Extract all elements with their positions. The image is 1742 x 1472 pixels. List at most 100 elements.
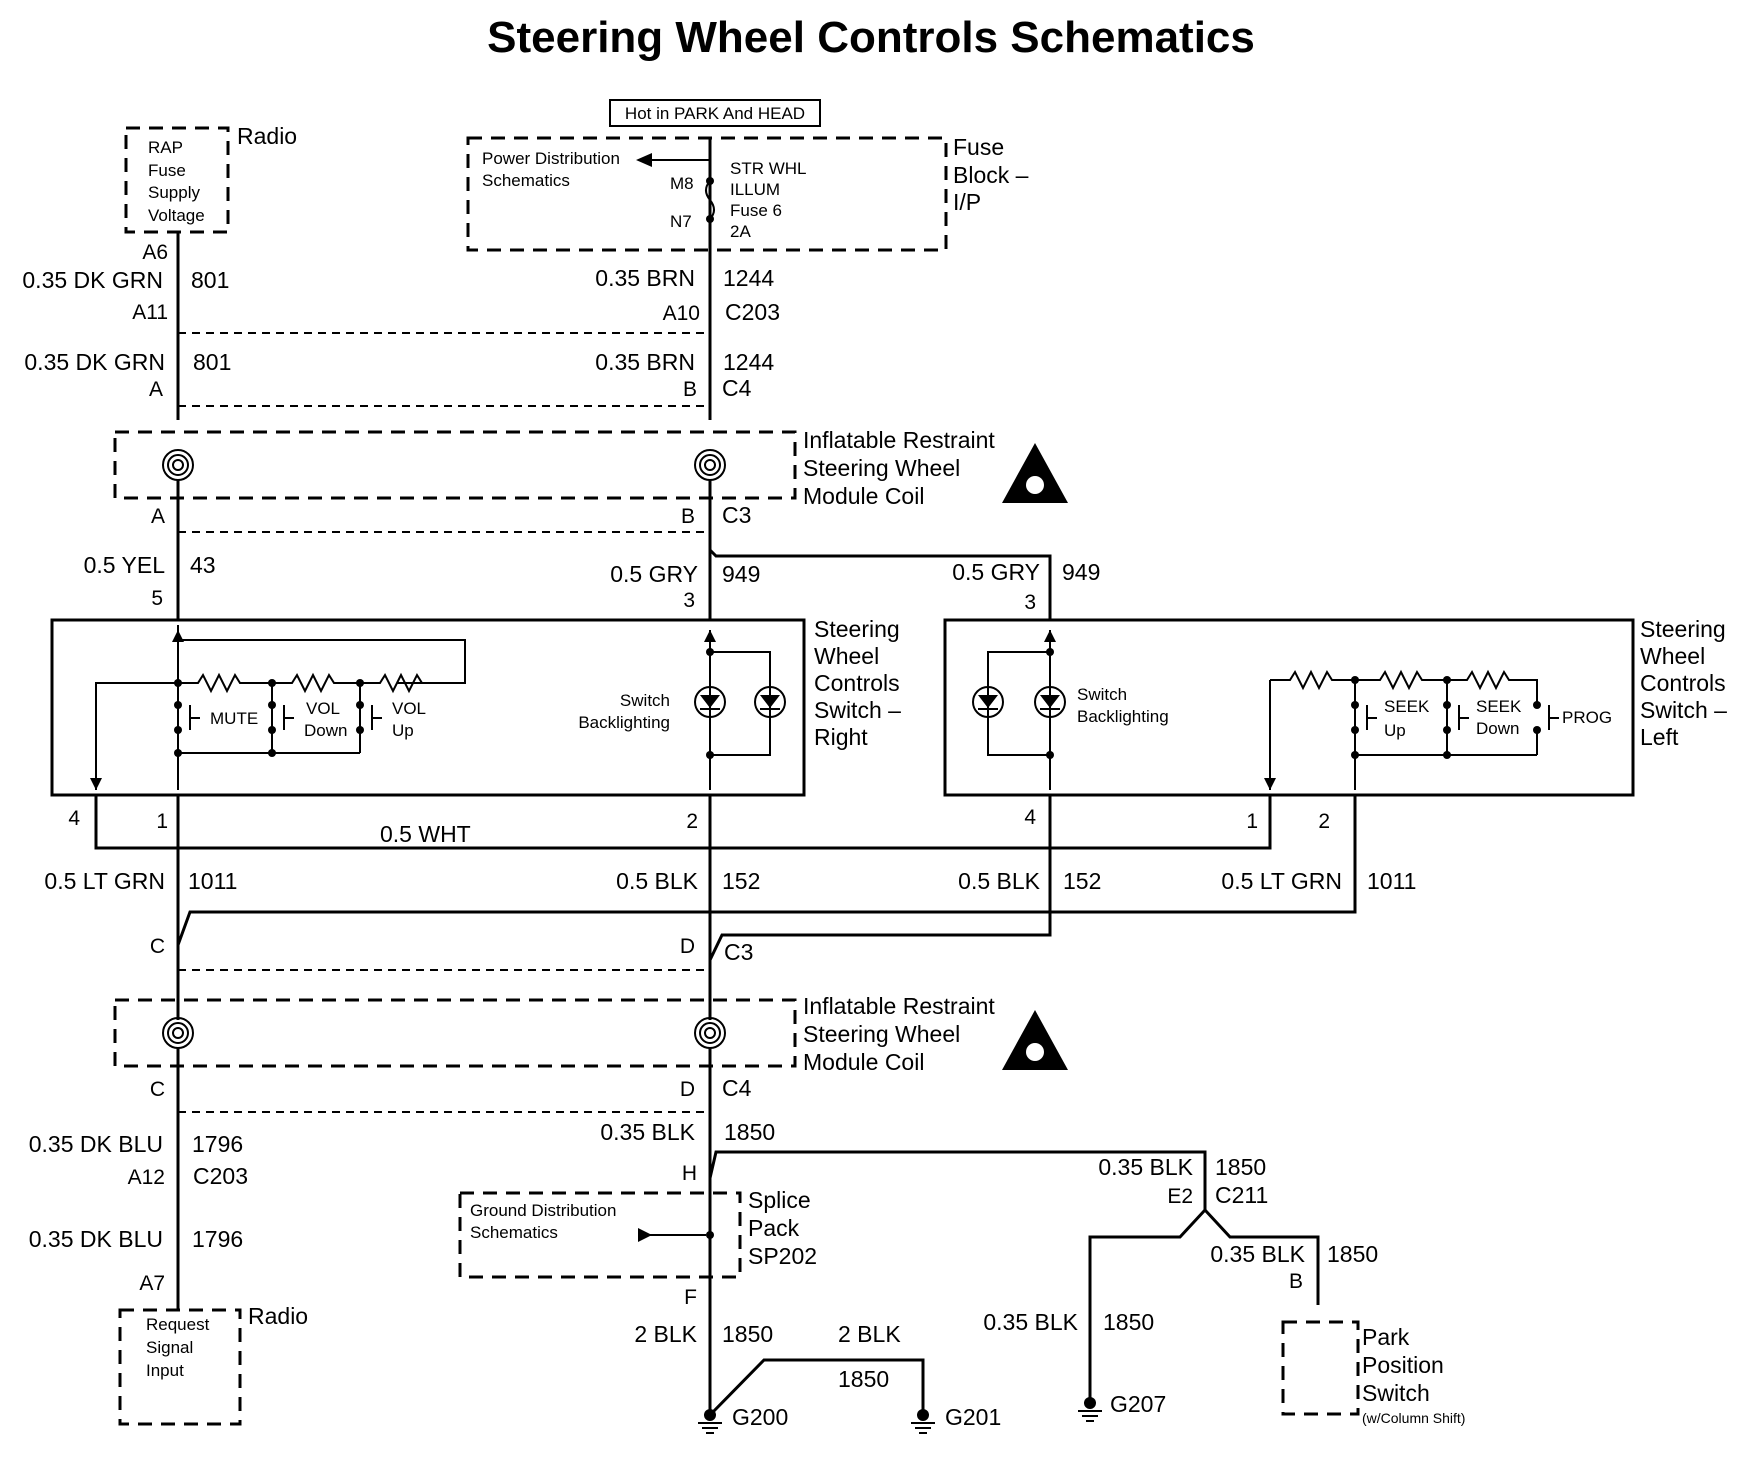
upper-coil-symbol-left [162, 449, 194, 481]
radio-request-line-1: Request [146, 1315, 210, 1334]
connector-c4-label-top: C4 [722, 375, 752, 401]
wire-152-jumper [708, 795, 1052, 961]
switch-right-ladder-feed [177, 625, 466, 684]
radio-rap-line-1: RAP [148, 138, 183, 157]
backlight-right-label-2: Backlighting [578, 713, 670, 732]
lower-coil-symbol-left [162, 1017, 194, 1049]
switch-right-label-1: Steering [814, 616, 900, 642]
wire-152-label-left: 0.5 BLK [958, 868, 1040, 894]
pin-b-park: B [1289, 1270, 1303, 1293]
pin-a7: A7 [139, 1272, 165, 1295]
upper-coil-label-3: Module Coil [803, 483, 924, 509]
park-switch-note: (w/Column Shift) [1362, 1410, 1465, 1426]
splice-pack-label-1: Splice [748, 1187, 811, 1213]
pin-a12: A12 [128, 1166, 165, 1189]
circuit-801-b: 801 [193, 349, 231, 375]
wire-949-branch [708, 548, 1052, 620]
wire-1011-jumper [176, 795, 1357, 946]
park-switch-label-1: Park [1362, 1324, 1410, 1350]
ground-icon-g201 [911, 1409, 935, 1434]
circuit-949-left: 949 [1062, 559, 1100, 585]
lower-coil-box [113, 998, 797, 1068]
switch-right-label-3: Controls [814, 670, 900, 696]
switch-left-label-4: Switch – [1640, 697, 1727, 723]
backlight-led-right-1 [694, 686, 726, 718]
switch-right-pin3-arrow [704, 630, 716, 642]
radio-label-bottom: Radio [248, 1303, 308, 1329]
backlight-led-left-1 [972, 686, 1004, 718]
pin-h: H [682, 1162, 697, 1185]
connector-c203-label-bottom: C203 [193, 1163, 248, 1189]
airbag-warning-icon-upper [1002, 443, 1068, 503]
switch-right-pin5-arrow [172, 630, 184, 642]
upper-coil-box [113, 430, 797, 500]
upper-coil-label-2: Steering Wheel [803, 455, 960, 481]
switch-left-box [943, 618, 1635, 797]
schematic-title: Steering Wheel Controls Schematics [487, 13, 1255, 62]
radio-rap-line-2: Fuse [148, 161, 186, 180]
circuit-1850-b: 1850 [1327, 1241, 1378, 1267]
connector-c211: C211 [1215, 1182, 1268, 1208]
pin-1-left-switch: 1 [1246, 810, 1258, 833]
circuit-949-right: 949 [722, 561, 760, 587]
connector-c3-label-lower: C3 [724, 939, 753, 965]
switch-right-box [50, 618, 806, 797]
ground-g207-label: G207 [1110, 1391, 1166, 1417]
pin-f: F [684, 1286, 697, 1309]
power-distribution-line-2: Schematics [482, 171, 570, 190]
wire-152-label-right: 0.5 BLK [616, 868, 698, 894]
wire-949-label-left: 0.5 GRY [952, 559, 1040, 585]
radio-rap-line-4: Voltage [148, 206, 205, 225]
wire-wht-label: 0.5 WHT [380, 821, 471, 847]
lower-coil-label-2: Steering Wheel [803, 1021, 960, 1047]
wire-2blk-label-a: 2 BLK [634, 1321, 697, 1347]
switch-right-ladder-left [95, 682, 178, 685]
fuse-line-2: ILLUM [730, 180, 780, 199]
switch-left-label-2: Wheel [1640, 643, 1705, 669]
circuit-1796-a: 1796 [192, 1131, 243, 1157]
park-switch-label-3: Switch [1362, 1380, 1430, 1406]
circuit-1850-e2: 1850 [1215, 1154, 1266, 1180]
wire-1796-label-b: 0.35 DK BLU [29, 1226, 163, 1252]
fuse-block-box [466, 136, 948, 252]
pin-3-right: 3 [683, 589, 695, 612]
circuit-1850-g200: 1850 [722, 1321, 773, 1347]
radio-request-line-3: Input [146, 1361, 184, 1380]
fuse-line-1: STR WHL [730, 159, 807, 178]
ground-g200-label: G200 [732, 1404, 788, 1430]
pin-b-upper: B [683, 378, 697, 401]
vol-up-label-1: VOL [392, 699, 426, 718]
wire-1244-label-b: 0.35 BRN [595, 349, 695, 375]
switch-right-label-2: Wheel [814, 643, 879, 669]
wire-1850-park [1203, 1208, 1320, 1305]
fuse-block-line-3: I/P [953, 189, 981, 215]
wire-2blk-label-b: 2 BLK [838, 1321, 901, 1347]
ground-distribution-line-2: Schematics [470, 1223, 558, 1242]
switch-left-label-5: Left [1640, 724, 1679, 750]
switch-left-resistor-ladder [1270, 669, 1538, 705]
lower-coil-symbol-right [694, 1017, 726, 1049]
prog-label: PROG [1562, 708, 1612, 727]
airbag-warning-icon-lower [1002, 1010, 1068, 1070]
splice-pack-box [458, 1191, 742, 1279]
circuit-1796-b: 1796 [192, 1226, 243, 1252]
wire-wht [94, 795, 1272, 850]
fuse-line-4: 2A [730, 222, 751, 241]
park-switch-label-2: Position [1362, 1352, 1444, 1378]
pin-2-right-switch: 2 [686, 810, 698, 833]
backlight-led-left-2 [1034, 686, 1066, 718]
radio-rap-line-3: Supply [148, 183, 200, 202]
hot-label: Hot in PARK And HEAD [625, 104, 805, 123]
connector-c3-label-upper: C3 [722, 502, 751, 528]
mute-switch [189, 705, 200, 730]
pin-m8: M8 [670, 174, 694, 193]
wire-1796-label-a: 0.35 DK BLU [29, 1131, 163, 1157]
backlight-led-right-2 [754, 686, 786, 718]
wire-1850-label-e2: 0.35 BLK [1098, 1154, 1193, 1180]
backlight-right-label-1: Switch [620, 691, 670, 710]
pin-n7: N7 [670, 212, 692, 231]
wire-1850-label-g207: 0.35 BLK [983, 1309, 1078, 1335]
wire-1011-label-left: 0.5 LT GRN [1221, 868, 1342, 894]
seek-down-label-2: Down [1476, 719, 1519, 738]
